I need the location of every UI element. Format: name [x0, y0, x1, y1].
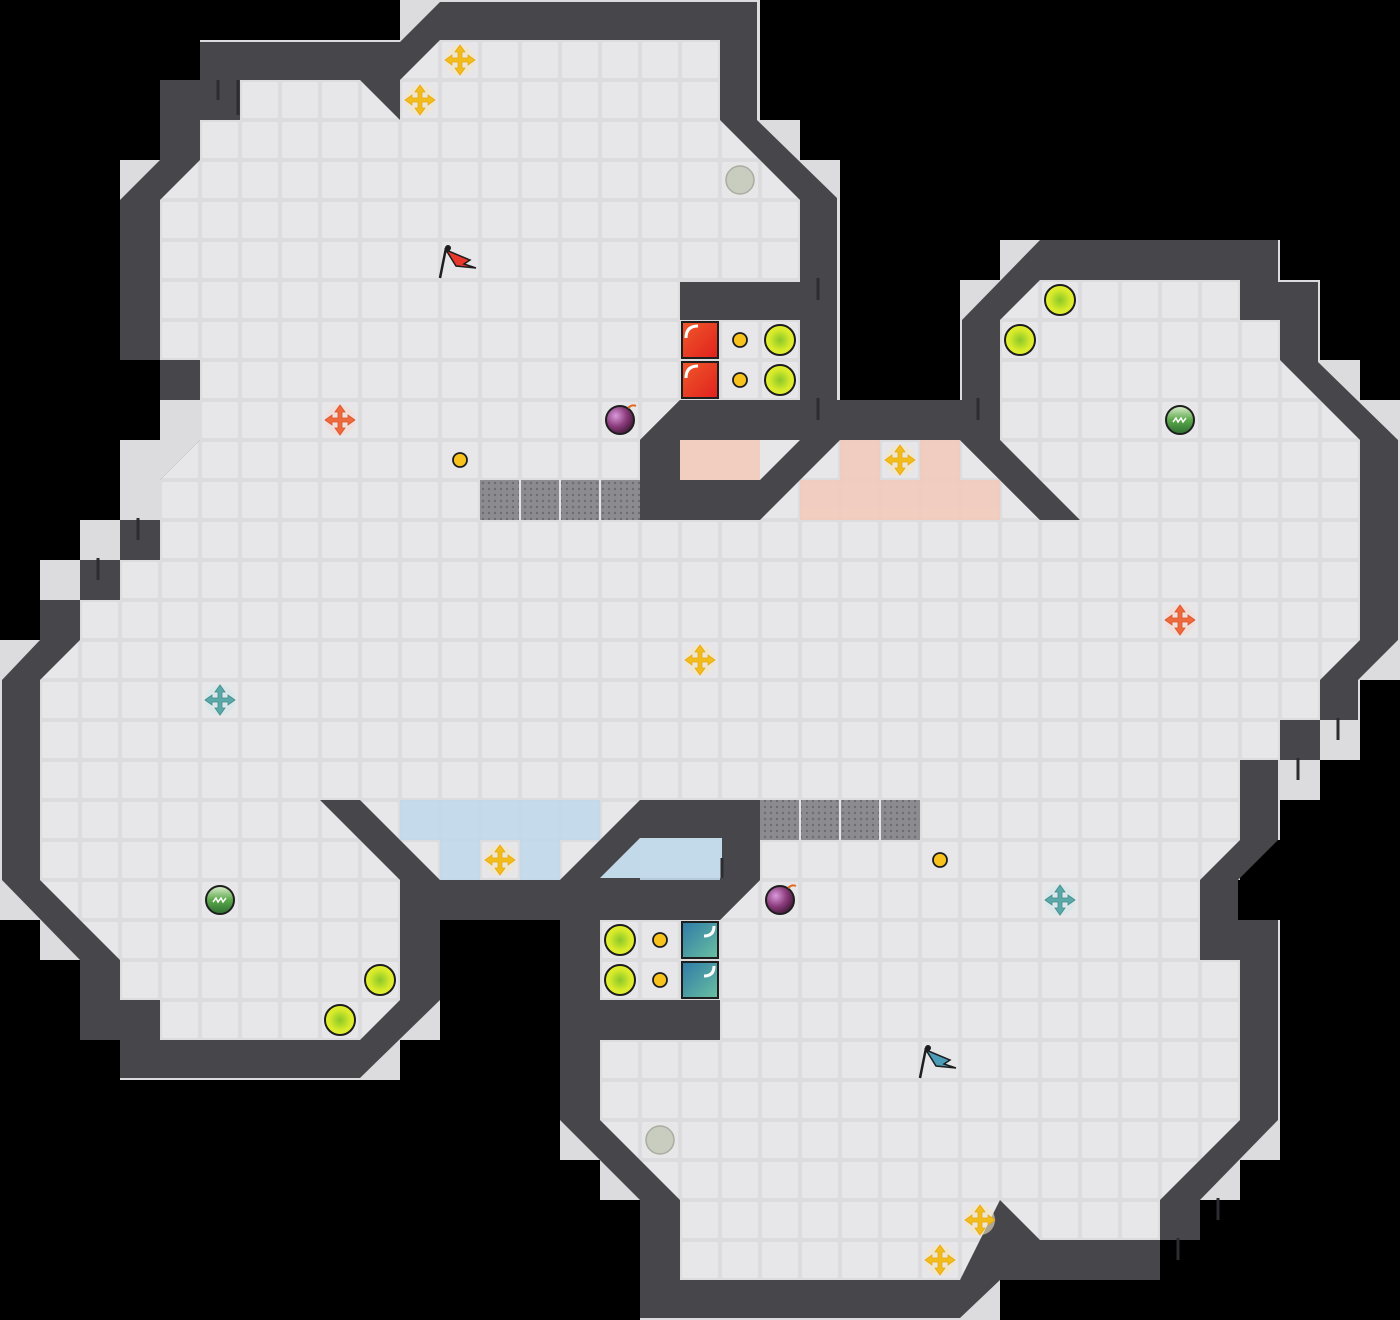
red-toggle-tiles — [681, 321, 719, 399]
red-team-zone — [680, 440, 1000, 520]
gate-bottom — [760, 800, 920, 840]
gate-top — [480, 480, 640, 520]
blue-flag-icon[interactable] — [918, 1045, 957, 1079]
blue-team-zone — [400, 800, 720, 880]
wall-notches — [96, 80, 1340, 1260]
blue-toggle-tiles — [681, 921, 719, 999]
red-flag-icon[interactable] — [438, 245, 477, 279]
